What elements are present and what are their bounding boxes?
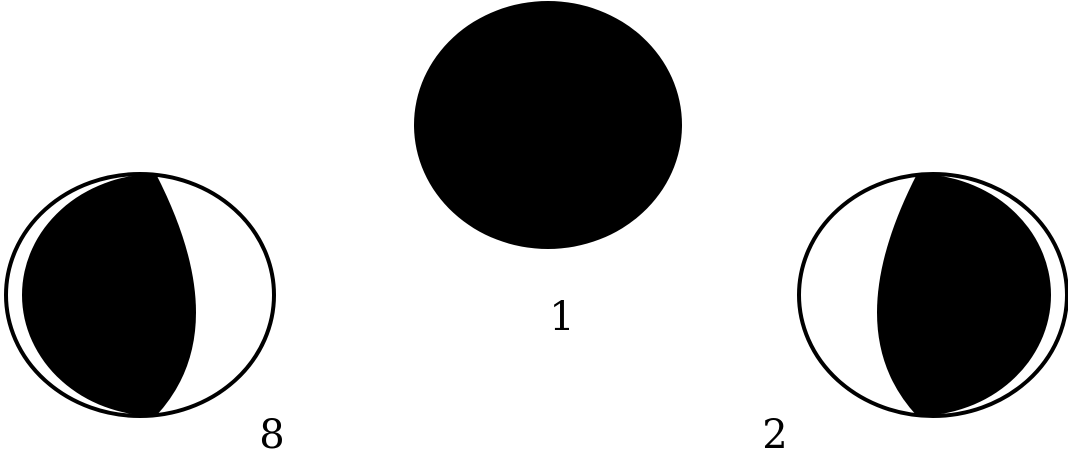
moon-phase-2 [799,174,1067,416]
moon-disc-dark [414,1,682,249]
phase-label-8: 8 [259,412,284,456]
phase-label-2: 2 [762,412,787,456]
moon-phase-8 [6,174,274,416]
moon-phase-1 [414,1,682,249]
phase-label-1: 1 [549,294,574,340]
